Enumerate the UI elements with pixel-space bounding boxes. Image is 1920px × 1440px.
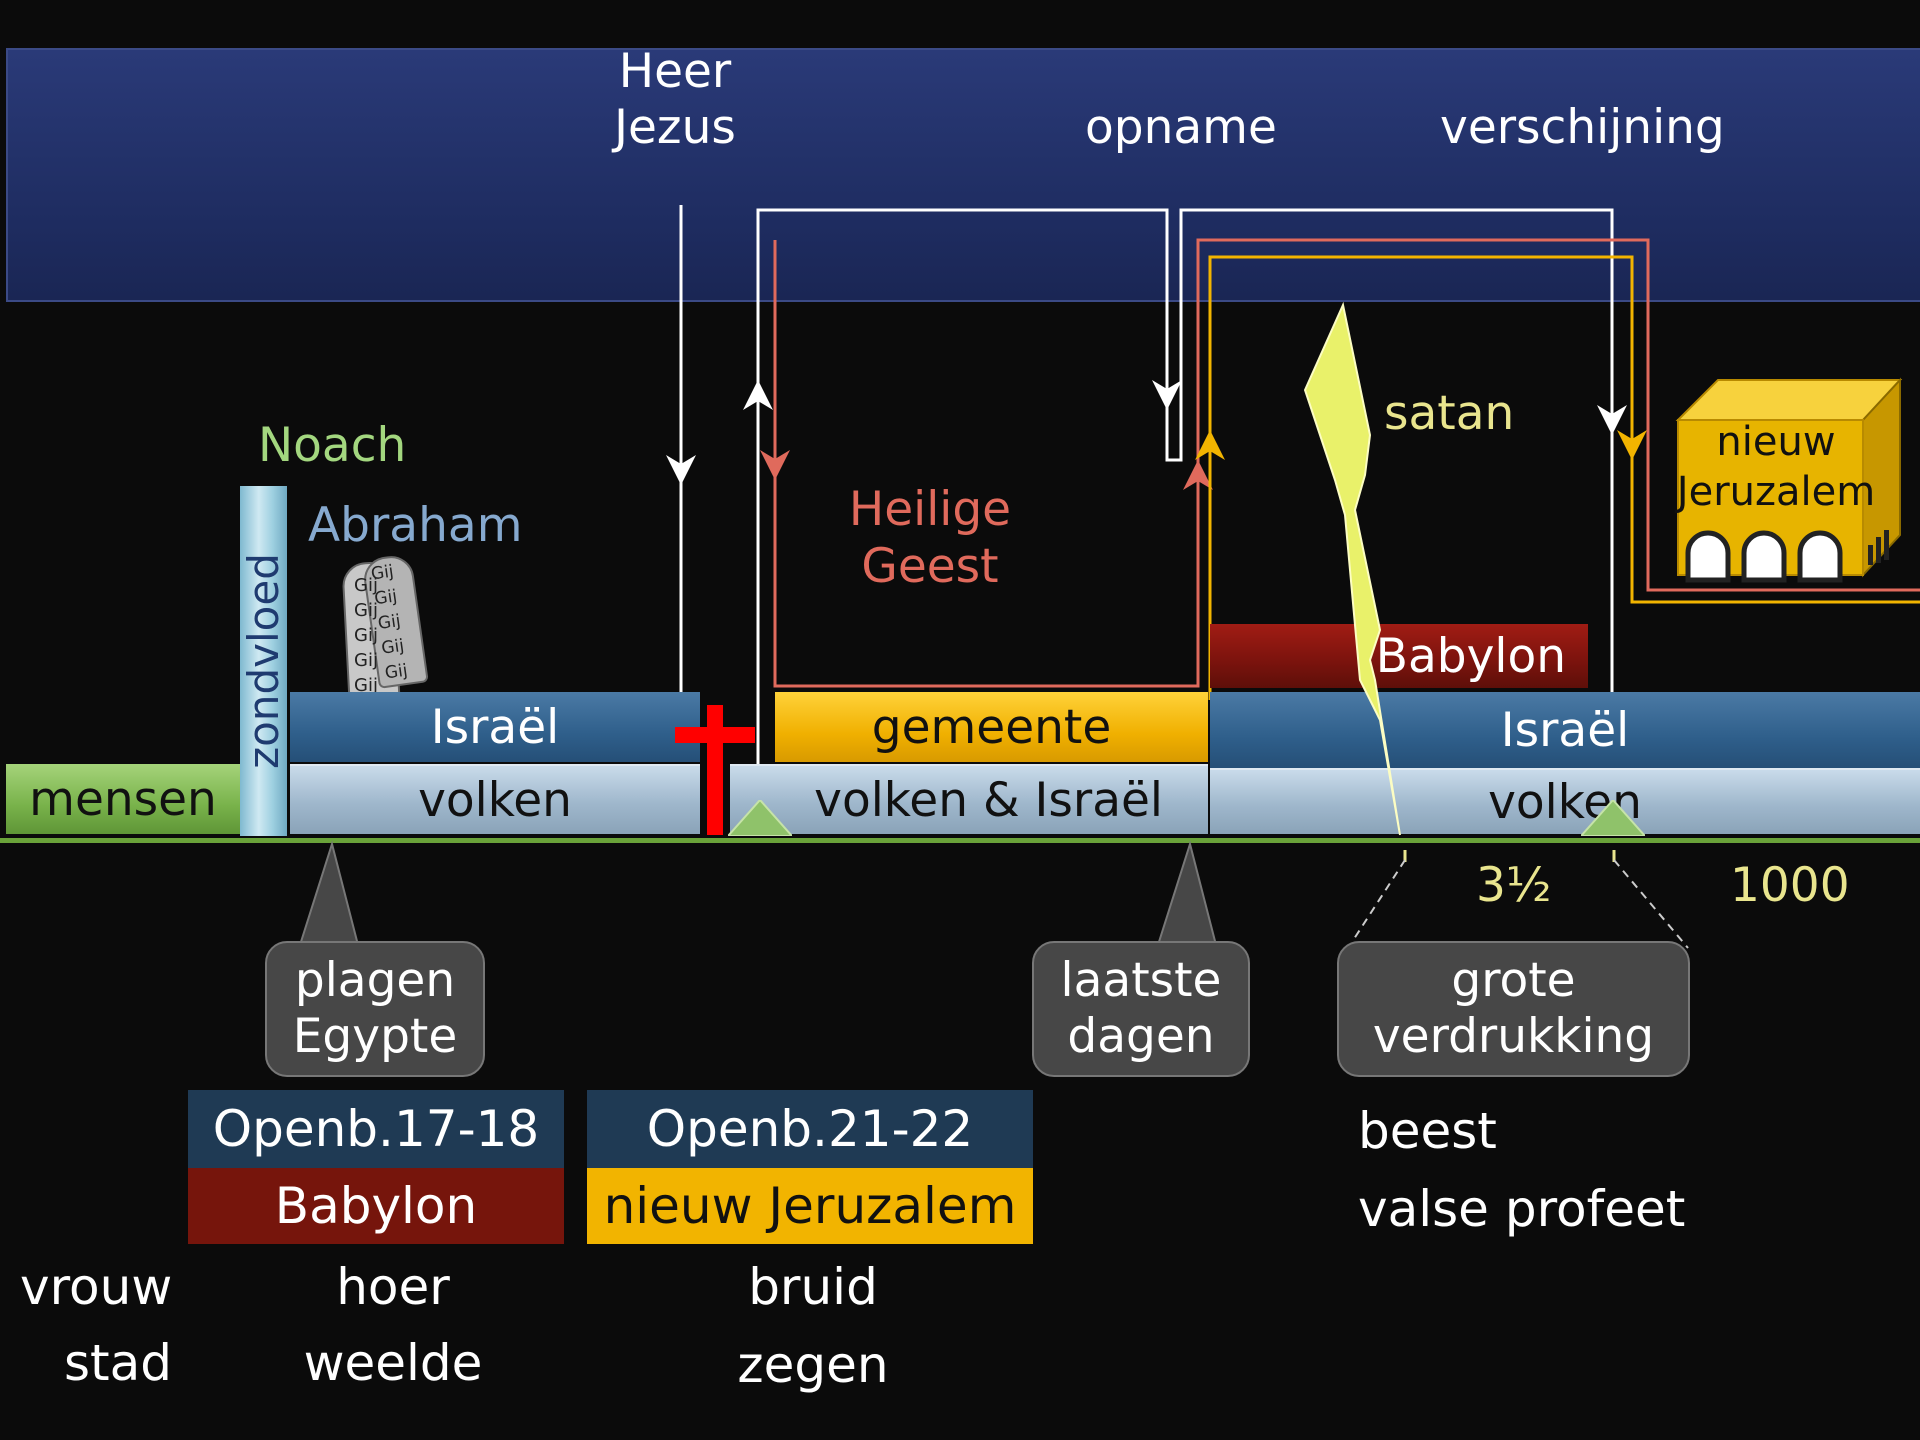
band-israel-2: Israël xyxy=(1210,692,1920,768)
row-value-hoer: hoer xyxy=(336,1258,450,1316)
band-israel-1: Israël xyxy=(290,692,700,762)
band-volken-israel: volken & Israël xyxy=(730,764,1208,834)
new-jerusalem-cube xyxy=(1675,377,1903,583)
cell-openb-21-22: Openb.21-22 xyxy=(587,1090,1033,1168)
cross-icon xyxy=(675,705,755,835)
triangle-right-icon xyxy=(1581,800,1645,836)
label-jezus: Jezus xyxy=(614,100,736,155)
row-value-weelde: weelde xyxy=(303,1334,483,1392)
label-beest: beest xyxy=(1358,1102,1497,1160)
row-value-bruid: bruid xyxy=(748,1258,878,1316)
row-value-zegen: zegen xyxy=(737,1336,889,1394)
row-label-vrouw: vrouw xyxy=(20,1258,173,1316)
cell-nieuw-jeruzalem: nieuw Jeruzalem xyxy=(587,1168,1033,1244)
label-heer: Heer xyxy=(618,44,732,99)
cell-babylon: Babylon xyxy=(188,1168,564,1244)
label-nieuw: nieuw xyxy=(1716,419,1836,465)
label-jeruzalem: Jeruzalem xyxy=(1676,469,1876,515)
band-gemeente: gemeente xyxy=(775,692,1208,762)
cell-openb-17-18: Openb.17-18 xyxy=(188,1090,564,1168)
ground-line xyxy=(0,838,1920,843)
band-volken-2: volken xyxy=(1210,768,1920,834)
label-noach: Noach xyxy=(258,418,407,473)
label-geest: Geest xyxy=(861,539,999,594)
label-opname: opname xyxy=(1085,100,1277,155)
label-three-half: 3½ xyxy=(1476,858,1552,913)
label-thousand: 1000 xyxy=(1730,858,1850,913)
band-mensen: mensen xyxy=(6,764,240,834)
lightning-icon xyxy=(1303,301,1401,836)
row-label-stad: stad xyxy=(64,1334,173,1392)
zondvloed-pillar xyxy=(240,486,287,836)
opname-loop xyxy=(1165,208,1627,462)
band-babylon: Babylon xyxy=(1210,624,1588,688)
label-satan: satan xyxy=(1384,386,1515,441)
label-abraham: Abraham xyxy=(308,498,523,553)
label-heilige: Heilige xyxy=(848,482,1012,537)
triangle-left-icon xyxy=(728,800,792,836)
label-verschijning: verschijning xyxy=(1440,100,1725,155)
heaven-band xyxy=(6,48,1920,302)
label-valse-profeet: valse profeet xyxy=(1358,1180,1686,1238)
band-volken-1: volken xyxy=(290,764,700,834)
